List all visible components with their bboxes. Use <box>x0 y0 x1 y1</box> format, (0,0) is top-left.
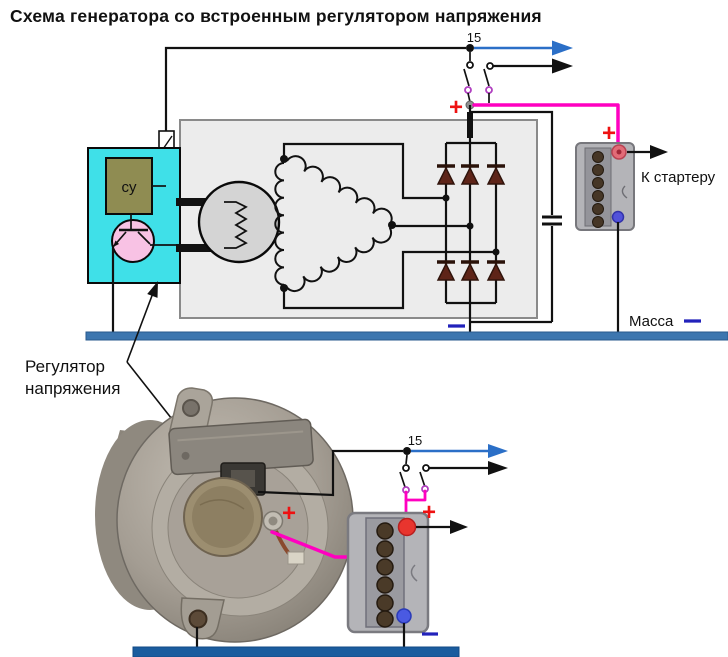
battery-plus-sign: + <box>422 499 436 526</box>
bplus-wire-magenta <box>472 103 620 149</box>
caption-line-2: напряжения <box>25 379 120 398</box>
blue-arrow-icon <box>474 40 573 56</box>
suppression-capacitor <box>470 110 562 324</box>
diode-icon <box>436 260 506 281</box>
brush-upper <box>176 198 222 206</box>
battery-minus-terminal <box>611 210 625 224</box>
battery-plus-terminal <box>397 517 417 537</box>
blue-arrow-icon <box>411 444 508 458</box>
control-unit-label: су <box>122 179 138 196</box>
terminal-15-label: 15 <box>408 433 422 448</box>
ignition-switch-2 <box>483 58 573 103</box>
battery-cells <box>376 522 394 628</box>
ground-label: Масса <box>629 313 674 330</box>
battery-cells <box>592 151 604 228</box>
rectifier-bridge <box>436 141 506 333</box>
black-arrow-icon <box>450 520 468 534</box>
ground-bus-bottom <box>132 646 460 657</box>
battery-plus-sign: + <box>602 120 616 147</box>
transistor-symbol <box>111 214 176 263</box>
terminal-15-node <box>403 447 411 455</box>
regulator-on-housing <box>168 418 314 476</box>
battery-minus-terminal <box>396 608 412 624</box>
ignition-wire <box>257 449 403 497</box>
black-arrow-icon <box>650 145 668 159</box>
terminal-15-node <box>466 44 474 52</box>
brush-lower <box>176 244 222 252</box>
ignition-switch-1 <box>399 454 410 494</box>
ignition-switch-2 <box>419 461 508 493</box>
generator-schematic: 15 <box>85 30 728 341</box>
phase-leads <box>282 142 500 310</box>
rotor-field-winding <box>197 180 281 264</box>
pointer-arrow-icon <box>147 281 158 298</box>
ignition-switch-1 <box>463 52 474 103</box>
battery-schematic: + <box>575 120 668 332</box>
excitation-wire <box>164 46 466 131</box>
black-arrow-icon <box>488 461 508 475</box>
terminal-15-label: 15 <box>467 30 481 45</box>
real-wiring-diagram: 15 <box>132 433 508 657</box>
battery-photo: + <box>346 499 468 650</box>
diode-icon <box>436 164 506 185</box>
caption-line-1: Регулятор <box>25 357 105 376</box>
voltage-regulator-block: су <box>87 147 181 333</box>
page-title: Схема генератора со встроенным регулятор… <box>10 6 542 26</box>
black-arrow-icon <box>552 58 573 74</box>
output-plus-sign: + <box>282 500 296 527</box>
ground-bus-top <box>85 331 728 341</box>
regulator-caption: Регулятор напряжения <box>25 281 203 459</box>
rectifier-plus-sign: + <box>449 94 463 121</box>
alternator-photo: + <box>95 387 354 650</box>
to-starter-label: К стартеру <box>641 169 716 186</box>
